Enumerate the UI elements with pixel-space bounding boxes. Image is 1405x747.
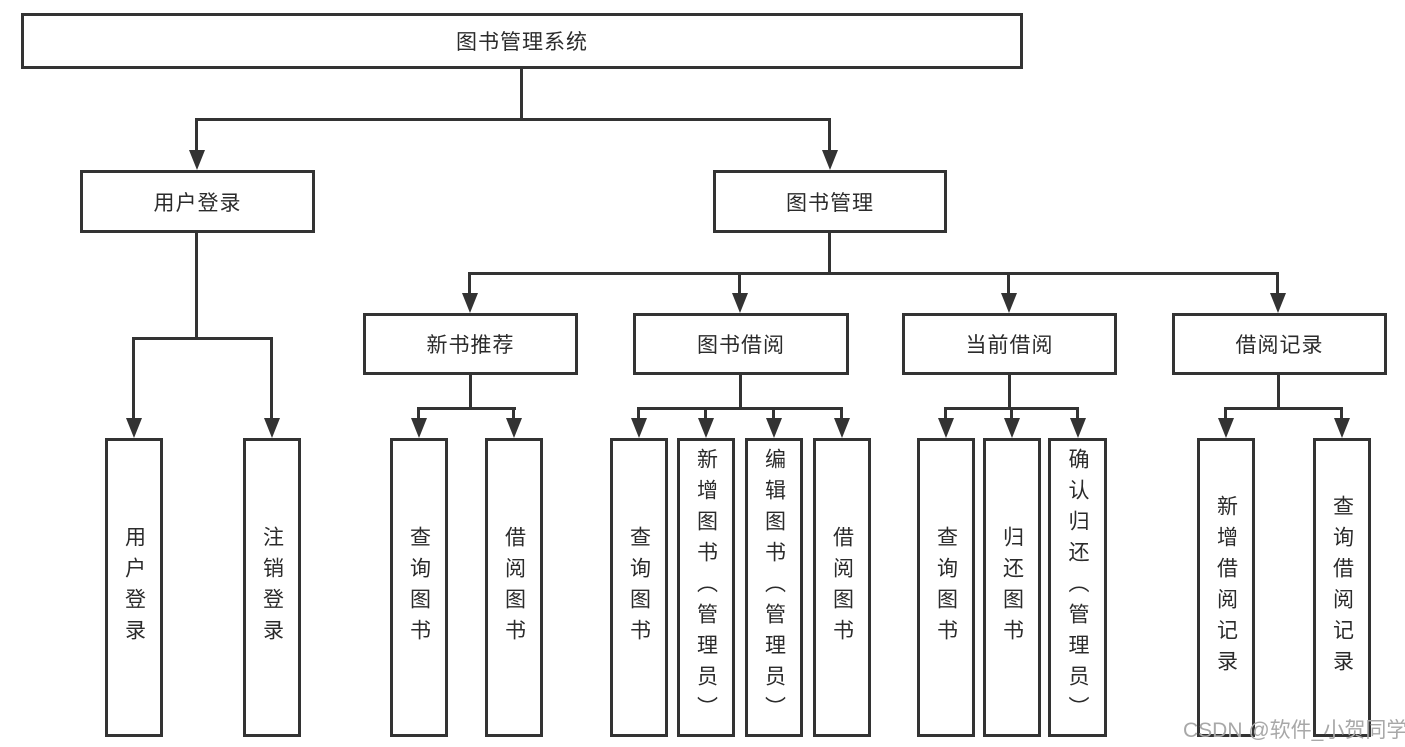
arrow-down-br-add-icon [1218, 418, 1234, 438]
leaf-user-login: 用户登录 [105, 438, 163, 737]
leaf-borrow-edit-books-admin-label: 编辑图书（管理员） [762, 448, 786, 727]
arrow-down-bb-borrow-icon [834, 418, 850, 438]
leaf-current-confirm-return-admin-label: 确认归还（管理员） [1066, 448, 1089, 727]
connector-drop-nb-borrow [512, 407, 515, 422]
leaf-current-query-books-label: 查询图书 [934, 525, 958, 650]
connector-drop-bb-edit [772, 407, 775, 422]
leaf-borrow-query-books-label: 查询图书 [627, 525, 651, 650]
node-book-borrow-label: 图书借阅 [697, 334, 785, 357]
node-user-login-label: 用户登录 [153, 191, 242, 215]
arrow-down-user-login-icon [189, 150, 205, 170]
leaf-borrow-query-books: 查询图书 [610, 438, 668, 737]
leaf-borrow-borrow-books-label: 借阅图书 [830, 525, 854, 650]
node-root-library-management-system: 图书管理系统 [21, 13, 1023, 69]
leaf-current-confirm-return-admin: 确认归还（管理员） [1048, 438, 1107, 737]
connector-user-login-bar [133, 337, 273, 340]
node-current-borrow: 当前借阅 [902, 313, 1117, 375]
node-borrow-records-label: 借阅记录 [1235, 334, 1324, 357]
connector-drop-current-borrow [1007, 272, 1010, 297]
connector-drop-user-login [195, 118, 198, 154]
leaf-borrow-borrow-books: 借阅图书 [813, 438, 871, 737]
connector-root-bar [196, 118, 831, 121]
leaf-newbook-borrow-books: 借阅图书 [485, 438, 543, 737]
node-root-label: 图书管理系统 [456, 31, 588, 54]
leaf-logout-label: 注销登录 [260, 525, 284, 650]
arrow-down-nb-query-icon [411, 418, 427, 438]
arrow-down-book-borrow-icon [732, 293, 748, 313]
leaf-current-query-books: 查询图书 [917, 438, 975, 737]
connector-drop-leaf-user-login [132, 337, 135, 421]
connector-book-management-bar [469, 272, 1279, 275]
connector-drop-borrow-records [1276, 272, 1279, 297]
connector-user-login-stem [195, 233, 198, 337]
node-book-management-label: 图书管理 [786, 191, 874, 215]
connector-new-book-recommend-stem [469, 375, 472, 407]
connector-drop-bb-add [704, 407, 707, 422]
connector-drop-br-add [1224, 407, 1227, 422]
arrow-down-bb-edit-icon [766, 418, 782, 438]
connector-borrow-records-stem [1277, 375, 1280, 407]
connector-new-book-recommend-bar [418, 407, 516, 410]
connector-book-management-stem [828, 233, 831, 272]
connector-drop-cb-query [944, 407, 947, 422]
connector-book-borrow-stem [739, 375, 742, 407]
arrow-down-cb-confirm-icon [1070, 418, 1086, 438]
arrow-down-borrow-records-icon [1270, 293, 1286, 313]
csdn-watermark: CSDN @软件_小贺同学 [1183, 719, 1405, 742]
arrow-down-current-borrow-icon [1001, 293, 1017, 313]
connector-drop-br-query [1340, 407, 1343, 422]
connector-drop-leaf-logout [270, 337, 273, 421]
connector-drop-book-management [828, 118, 831, 154]
leaf-current-return-books-label: 归还图书 [1000, 525, 1024, 650]
node-current-borrow-label: 当前借阅 [965, 334, 1054, 357]
arrow-down-cb-return-icon [1004, 418, 1020, 438]
leaf-newbook-query-books-label: 查询图书 [407, 525, 431, 650]
arrow-down-br-query-icon [1334, 418, 1350, 438]
leaf-logout: 注销登录 [243, 438, 301, 737]
leaf-newbook-borrow-books-label: 借阅图书 [502, 525, 526, 650]
connector-drop-book-borrow [738, 272, 741, 297]
leaf-records-add-borrow-record: 新增借阅记录 [1197, 438, 1255, 737]
node-new-book-recommend-label: 新书推荐 [426, 334, 515, 357]
node-borrow-records: 借阅记录 [1172, 313, 1387, 375]
arrow-down-new-book-recommend-icon [462, 293, 478, 313]
node-new-book-recommend: 新书推荐 [363, 313, 578, 375]
leaf-current-return-books: 归还图书 [983, 438, 1041, 737]
leaf-newbook-query-books: 查询图书 [390, 438, 448, 737]
arrow-down-nb-borrow-icon [506, 418, 522, 438]
connector-current-borrow-stem [1008, 375, 1011, 407]
connector-book-borrow-bar [638, 407, 843, 410]
connector-drop-nb-query [417, 407, 420, 422]
arrow-down-cb-query-icon [938, 418, 954, 438]
leaf-records-add-borrow-record-label: 新增借阅记录 [1214, 494, 1238, 681]
leaf-records-query-borrow-record: 查询借阅记录 [1313, 438, 1371, 737]
connector-drop-cb-confirm [1076, 407, 1079, 422]
arrow-down-leaf-logout-icon [264, 418, 280, 438]
connector-drop-bb-borrow [840, 407, 843, 422]
leaf-borrow-edit-books-admin: 编辑图书（管理员） [745, 438, 803, 737]
connector-borrow-records-bar [1225, 407, 1343, 410]
node-user-login: 用户登录 [80, 170, 315, 233]
arrow-down-bb-add-icon [698, 418, 714, 438]
connector-drop-bb-query [637, 407, 640, 422]
arrow-down-book-management-icon [822, 150, 838, 170]
leaf-records-query-borrow-record-label: 查询借阅记录 [1330, 494, 1354, 681]
leaf-borrow-add-books-admin-label: 新增图书（管理员） [694, 448, 718, 727]
node-book-management: 图书管理 [713, 170, 947, 233]
arrow-down-leaf-user-login-icon [126, 418, 142, 438]
connector-drop-new-book-recommend [468, 272, 471, 297]
node-book-borrow: 图书借阅 [633, 313, 849, 375]
arrow-down-bb-query-icon [631, 418, 647, 438]
leaf-user-login-label: 用户登录 [122, 525, 146, 650]
connector-root-stem [520, 69, 523, 118]
connector-drop-cb-return [1010, 407, 1013, 422]
leaf-borrow-add-books-admin: 新增图书（管理员） [677, 438, 735, 737]
